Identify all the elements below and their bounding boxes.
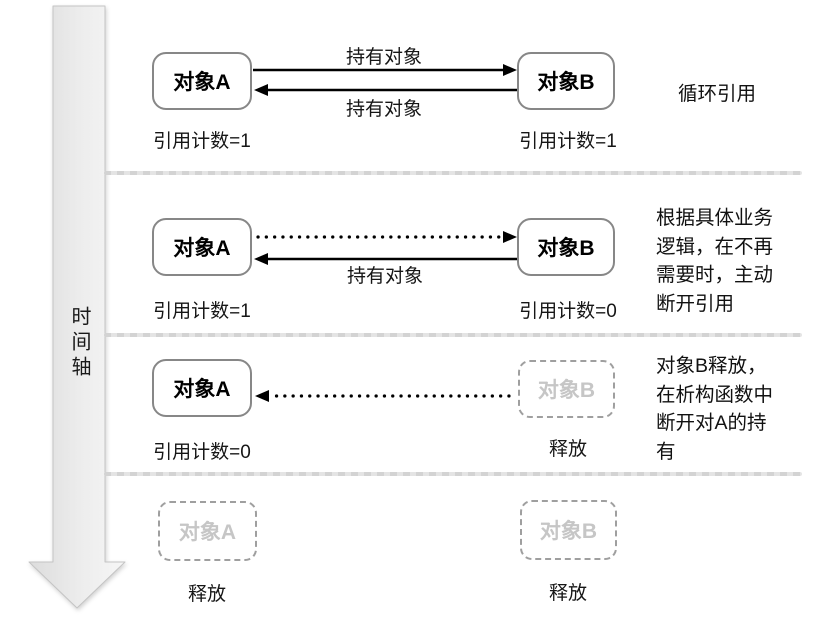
- object-b-ghost-box-row4: 对象B: [520, 500, 617, 560]
- holds-label-b-to-a-row1: 持有对象: [345, 99, 422, 120]
- row-separator-1: [104, 171, 802, 175]
- row-separator-3: [104, 472, 802, 476]
- timeline-label-wrap: 时间轴: [53, 300, 105, 386]
- arrow-a-to-b-dotted-row2: [256, 231, 517, 243]
- refcount-b-row1: 引用计数=1: [519, 131, 617, 152]
- timeline-label: 时间轴: [68, 305, 90, 381]
- released-label-b-row3: 释放: [548, 439, 587, 460]
- object-a-ghost-box-row4: 对象A: [158, 501, 257, 561]
- refcount-a-row1: 引用计数=1: [153, 131, 251, 152]
- released-label-b-row4: 释放: [548, 583, 587, 604]
- object-b-box-row1: 对象B: [517, 52, 615, 110]
- note-row2: 根据具体业务 逻辑，在不再 需要时，主动 断开引用: [656, 207, 774, 315]
- refcount-a-row3: 引用计数=0: [153, 442, 251, 463]
- holds-label-a-to-b-row1: 持有对象: [345, 47, 422, 68]
- released-label-a-row4: 释放: [187, 584, 226, 605]
- arrow-b-to-a-dotted-row3: [255, 390, 511, 402]
- note-row1: 循环引用: [678, 83, 757, 105]
- object-b-ghost-box-row3: 对象B: [518, 360, 615, 418]
- refcount-a-row2: 引用计数=1: [153, 301, 251, 322]
- object-a-box-row3: 对象A: [152, 359, 252, 417]
- refcount-b-row2: 引用计数=0: [519, 301, 617, 322]
- object-a-box-row2: 对象A: [152, 218, 252, 276]
- note-row3: 对象B释放， 在析构函数中 断开对A的持 有: [656, 355, 774, 463]
- row-separator-2: [104, 333, 802, 337]
- holds-label-b-to-a-row2: 持有对象: [346, 266, 423, 287]
- object-b-box-row2: 对象B: [517, 218, 615, 276]
- object-a-box-row1: 对象A: [152, 52, 252, 110]
